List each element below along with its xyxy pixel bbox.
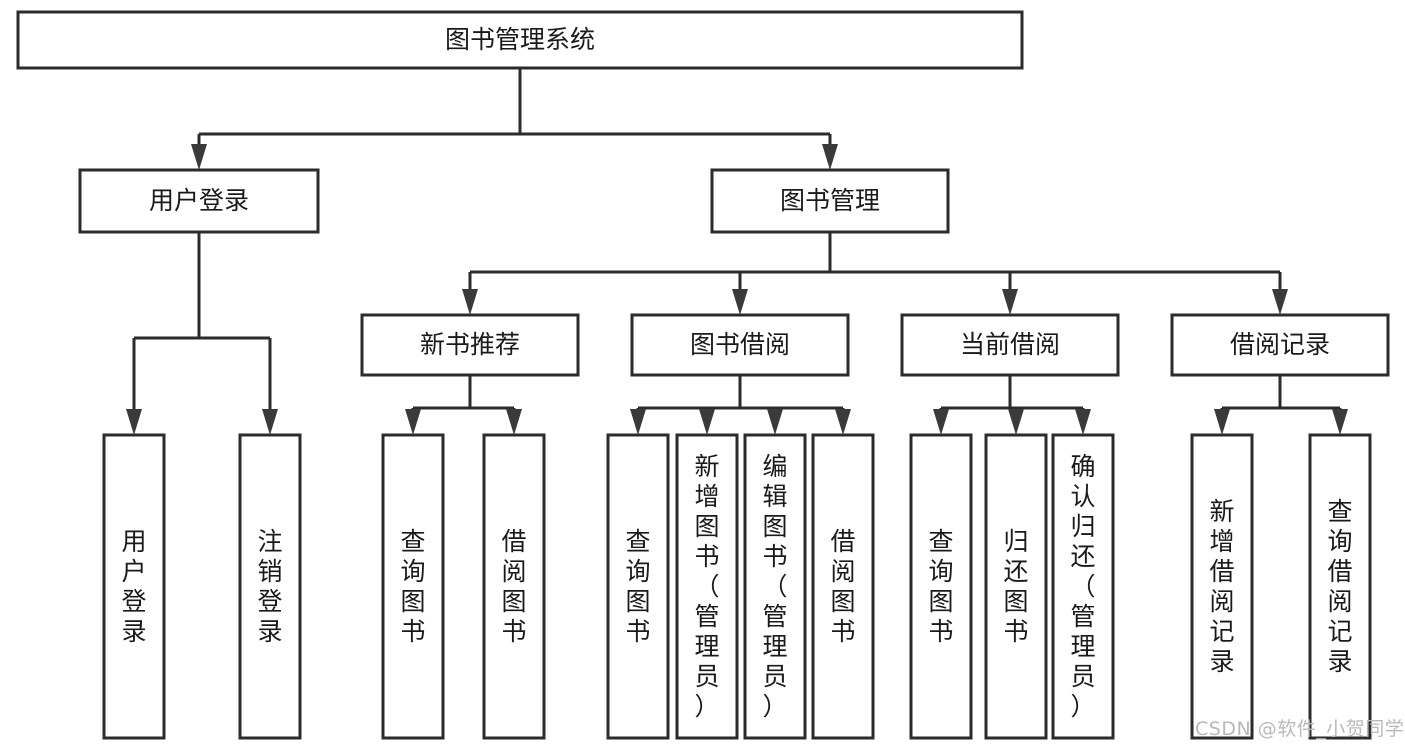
arrowhead-leaf-query-borrow-record (1332, 409, 1348, 435)
node-box-leaf-edit-book-admin (743, 433, 807, 740)
node-book-manage[interactable]: 图书管理 (710, 168, 950, 234)
node-label-leaf-query-book-rec: 查询图书 (400, 527, 425, 646)
node-label-book-manage: 图书管理 (780, 186, 880, 215)
node-label-leaf-add-borrow-record: 新增借阅记录 (1209, 497, 1234, 676)
node-label-leaf-query-book-borrow: 查询图书 (625, 527, 650, 646)
arrowhead-borrow-record (1272, 289, 1288, 315)
node-current-borrow[interactable]: 当前借阅 (900, 313, 1120, 377)
node-leaf-borrow-book-rec[interactable]: 借阅图书 (482, 433, 546, 740)
node-label-new-book-recommend: 新书推荐 (420, 330, 520, 359)
arrowhead-leaf-query-book-rec (405, 409, 421, 435)
node-label-current-borrow: 当前借阅 (960, 330, 1060, 359)
node-leaf-borrow-book[interactable]: 借阅图书 (811, 433, 875, 740)
node-label-borrow-record: 借阅记录 (1230, 330, 1330, 359)
arrowhead-leaf-add-borrow-record (1214, 409, 1230, 435)
arrowhead-leaf-confirm-return-admin (1075, 409, 1091, 435)
node-box-new-book-recommend (360, 313, 580, 377)
node-box-leaf-query-borrow-record (1308, 433, 1372, 740)
node-leaf-return-book[interactable]: 归还图书 (984, 433, 1048, 740)
node-box-leaf-query-book-borrow (606, 433, 670, 740)
node-leaf-user-login[interactable]: 用户登录 (102, 433, 166, 740)
arrowhead-user-login (191, 144, 207, 170)
node-box-leaf-add-borrow-record (1190, 433, 1254, 740)
arrowhead-leaf-query-book-borrow (630, 409, 646, 435)
arrowhead-leaf-borrow-book (835, 409, 851, 435)
node-label-leaf-query-borrow-record: 查询借阅记录 (1327, 497, 1352, 676)
node-layer: 图书管理系统用户登录图书管理新书推荐图书借阅当前借阅借阅记录用户登录注销登录查询… (16, 10, 1390, 740)
node-leaf-add-borrow-record[interactable]: 新增借阅记录 (1190, 433, 1254, 740)
arrowhead-leaf-edit-book-admin (767, 409, 783, 435)
node-box-leaf-logout-login (238, 433, 302, 740)
node-box-root (16, 10, 1024, 70)
node-label-leaf-return-book: 归还图书 (1003, 527, 1028, 646)
node-box-leaf-borrow-book-rec (482, 433, 546, 740)
arrowhead-book-borrow (732, 289, 748, 315)
node-label-leaf-add-book-admin: 新增图书（管理员） (694, 452, 719, 721)
node-new-book-recommend[interactable]: 新书推荐 (360, 313, 580, 377)
arrowhead-leaf-logout-login (262, 409, 278, 435)
node-label-leaf-confirm-return-admin: 确认归还（管理员） (1070, 452, 1095, 721)
node-box-book-borrow (630, 313, 850, 377)
node-box-leaf-return-book (984, 433, 1048, 740)
node-box-borrow-record (1170, 313, 1390, 377)
node-book-borrow[interactable]: 图书借阅 (630, 313, 850, 377)
node-borrow-record[interactable]: 借阅记录 (1170, 313, 1390, 377)
arrowhead-leaf-return-book (1008, 409, 1024, 435)
arrowhead-leaf-add-book-admin (699, 409, 715, 435)
arrowhead-current-borrow (1002, 289, 1018, 315)
node-label-leaf-query-book-current: 查询图书 (928, 527, 953, 646)
node-box-leaf-add-book-admin (675, 433, 739, 740)
node-leaf-logout-login[interactable]: 注销登录 (238, 433, 302, 740)
node-label-leaf-borrow-book: 借阅图书 (830, 527, 855, 646)
node-leaf-edit-book-admin[interactable]: 编辑图书（管理员） (743, 433, 807, 740)
node-label-leaf-borrow-book-rec: 借阅图书 (501, 527, 526, 646)
node-label-leaf-edit-book-admin: 编辑图书（管理员） (762, 452, 787, 721)
node-label-user-login: 用户登录 (149, 186, 249, 215)
arrowhead-leaf-query-book-current (933, 409, 949, 435)
node-root[interactable]: 图书管理系统 (16, 10, 1024, 70)
node-box-user-login (78, 168, 320, 234)
node-user-login[interactable]: 用户登录 (78, 168, 320, 234)
node-box-leaf-query-book-current (909, 433, 973, 740)
node-box-book-manage (710, 168, 950, 234)
node-label-leaf-user-login: 用户登录 (121, 527, 146, 646)
node-label-leaf-logout-login: 注销登录 (257, 527, 282, 646)
arrowhead-book-manage (822, 144, 838, 170)
node-leaf-confirm-return-admin[interactable]: 确认归还（管理员） (1051, 433, 1115, 740)
node-leaf-query-book-borrow[interactable]: 查询图书 (606, 433, 670, 740)
node-leaf-query-borrow-record[interactable]: 查询借阅记录 (1308, 433, 1372, 740)
node-box-current-borrow (900, 313, 1120, 377)
node-box-leaf-confirm-return-admin (1051, 433, 1115, 740)
node-label-root: 图书管理系统 (445, 25, 595, 54)
connector-lines (126, 68, 1348, 435)
node-leaf-add-book-admin[interactable]: 新增图书（管理员） (675, 433, 739, 740)
arrowhead-leaf-borrow-book-rec (506, 409, 522, 435)
node-leaf-query-book-current[interactable]: 查询图书 (909, 433, 973, 740)
node-label-book-borrow: 图书借阅 (690, 330, 790, 359)
arrowhead-leaf-user-login (126, 409, 142, 435)
node-box-leaf-borrow-book (811, 433, 875, 740)
arrowhead-new-book-recommend (462, 289, 478, 315)
node-box-leaf-query-book-rec (381, 433, 445, 740)
node-box-leaf-user-login (102, 433, 166, 740)
node-leaf-query-book-rec[interactable]: 查询图书 (381, 433, 445, 740)
